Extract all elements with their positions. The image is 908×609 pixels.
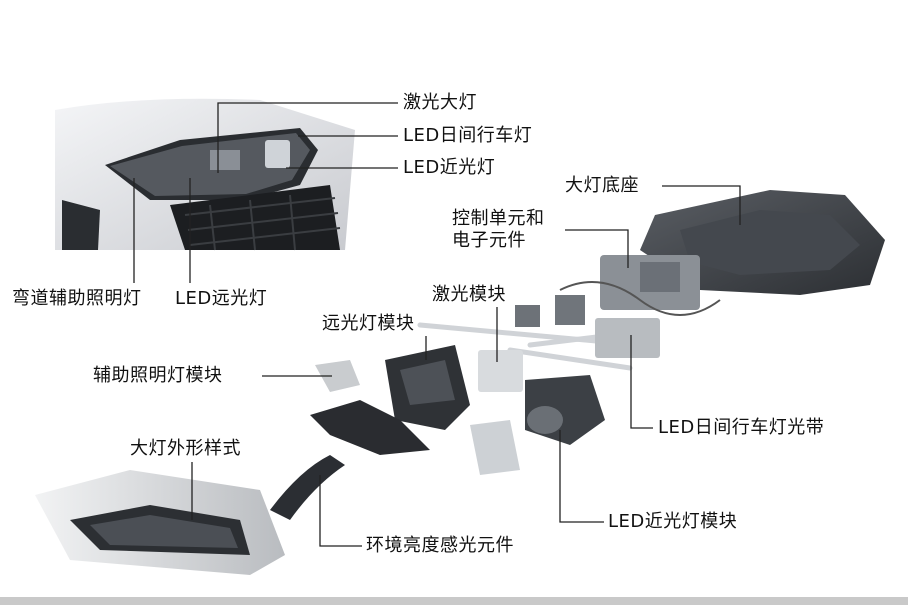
label-led-drl-strip: LED日间行车灯光带: [658, 417, 825, 438]
label-led-low-beam-module: LED近光灯模块: [608, 511, 738, 532]
leader-lines: [133, 102, 741, 547]
headlight-base-image: [640, 190, 885, 295]
label-laser-headlight: 激光大灯: [403, 92, 477, 113]
bottom-divider: [0, 597, 908, 605]
label-high-beam-module: 远光灯模块: [322, 313, 415, 334]
components-image: [270, 255, 721, 520]
label-ambient-light-sensor: 环境亮度感光元件: [366, 535, 514, 556]
label-control-unit-line1: 控制单元和: [452, 208, 545, 229]
label-laser-module: 激光模块: [432, 284, 506, 305]
label-aux-light-module: 辅助照明灯模块: [93, 365, 223, 386]
label-headlight-base: 大灯底座: [565, 175, 639, 196]
label-headlight-styling: 大灯外形样式: [130, 438, 241, 459]
label-led-low-beam: LED近光灯: [403, 157, 496, 178]
headlight-styling-image: [35, 470, 285, 575]
label-cornering-light: 弯道辅助照明灯: [12, 288, 142, 309]
car-front-image: [55, 98, 355, 251]
label-control-unit-line2: 电子元件: [452, 230, 526, 251]
label-led-drl: LED日间行车灯: [403, 125, 533, 146]
label-led-high-beam: LED远光灯: [175, 288, 268, 309]
